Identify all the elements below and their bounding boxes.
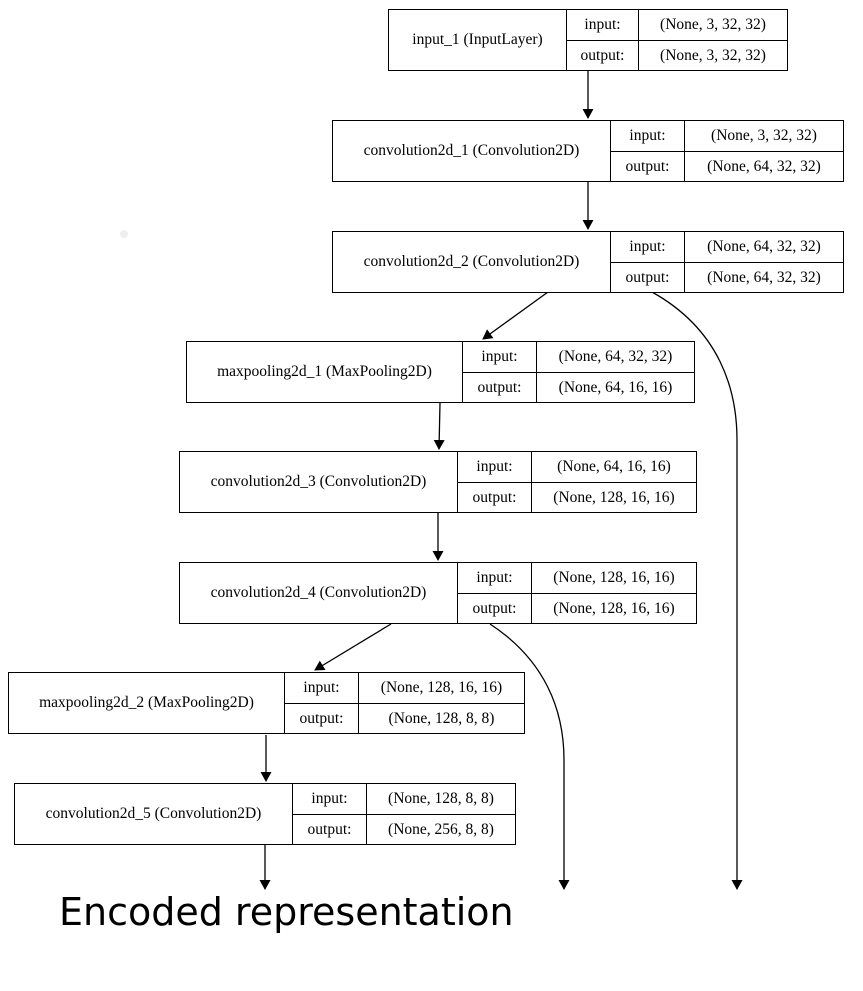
port-shapes: (None, 128, 8, 8) (None, 256, 8, 8) bbox=[367, 784, 515, 844]
layer-node-convolution2d-2: convolution2d_2 (Convolution2D)input: out… bbox=[332, 231, 844, 293]
layer-name: convolution2d_3 (Convolution2D) bbox=[180, 452, 458, 512]
port-labels: input: output: bbox=[293, 784, 367, 844]
port-shapes: (None, 64, 32, 32) (None, 64, 32, 32) bbox=[685, 232, 843, 292]
port-shapes: (None, 128, 16, 16) (None, 128, 16, 16) bbox=[532, 563, 696, 623]
output-port-label: output: bbox=[307, 820, 352, 838]
input-shape: (None, 128, 16, 16) bbox=[532, 563, 696, 594]
input-port-label: input: bbox=[458, 563, 531, 594]
input-shape: (None, 64, 16, 16) bbox=[532, 452, 696, 483]
port-labels: input: output: bbox=[458, 452, 532, 512]
layer-name: convolution2d_2 (Convolution2D) bbox=[333, 232, 611, 292]
edge-convolution2d-2-to-skip-output-2 bbox=[651, 291, 743, 890]
output-shape: (None, 64, 16, 16) bbox=[558, 378, 673, 396]
port-labels: input: output: bbox=[458, 563, 532, 623]
layer-node-maxpooling2d-1: maxpooling2d_1 (MaxPooling2D)input: outpu… bbox=[186, 341, 695, 403]
input-port-label: input: bbox=[285, 673, 358, 704]
layer-node-convolution2d-5: convolution2d_5 (Convolution2D)input: out… bbox=[14, 783, 516, 845]
input-shape: (None, 64, 32, 32) bbox=[685, 232, 843, 263]
input-shape: (None, 3, 32, 32) bbox=[639, 10, 787, 41]
port-shapes: (None, 64, 16, 16) (None, 128, 16, 16) bbox=[532, 452, 696, 512]
input-port-label: input: bbox=[458, 452, 531, 483]
input-port-label: input: bbox=[611, 232, 684, 263]
output-shape: (None, 64, 32, 32) bbox=[707, 157, 821, 175]
output-port-label: output: bbox=[472, 599, 517, 617]
port-labels: input: output: bbox=[285, 673, 359, 733]
input-shape: (None, 64, 32, 32) bbox=[537, 342, 694, 373]
layer-node-convolution2d-4: convolution2d_4 (Convolution2D)input: out… bbox=[179, 562, 697, 624]
output-port-label: output: bbox=[625, 157, 670, 175]
layer-name: input_1 (InputLayer) bbox=[389, 10, 567, 70]
layer-node-convolution2d-1: convolution2d_1 (Convolution2D)input: out… bbox=[332, 120, 844, 182]
input-shape: (None, 3, 32, 32) bbox=[685, 121, 843, 152]
edge-convolution2d-4-to-maxpooling2d-2 bbox=[314, 623, 392, 671]
port-labels: input: output: bbox=[611, 232, 685, 292]
layer-name: convolution2d_1 (Convolution2D) bbox=[333, 121, 611, 181]
output-shape: (None, 128, 8, 8) bbox=[388, 709, 495, 727]
input-port-label: input: bbox=[567, 10, 638, 41]
port-shapes: (None, 3, 32, 32) (None, 3, 32, 32) bbox=[639, 10, 787, 70]
port-shapes: (None, 3, 32, 32) (None, 64, 32, 32) bbox=[685, 121, 843, 181]
edge-convolution2d-2-to-maxpooling2d-1 bbox=[482, 291, 549, 340]
output-shape: (None, 3, 32, 32) bbox=[660, 46, 766, 64]
layer-name: maxpooling2d_1 (MaxPooling2D) bbox=[187, 342, 463, 402]
output-shape: (None, 128, 16, 16) bbox=[553, 488, 675, 506]
input-shape: (None, 128, 8, 8) bbox=[367, 784, 515, 815]
input-shape: (None, 128, 16, 16) bbox=[359, 673, 524, 704]
input-port-label: input: bbox=[611, 121, 684, 152]
port-labels: input: output: bbox=[611, 121, 685, 181]
port-shapes: (None, 128, 16, 16) (None, 128, 8, 8) bbox=[359, 673, 524, 733]
layer-name: maxpooling2d_2 (MaxPooling2D) bbox=[9, 673, 285, 733]
port-labels: input: output: bbox=[567, 10, 639, 70]
port-shapes: (None, 64, 32, 32) (None, 64, 16, 16) bbox=[537, 342, 694, 402]
edge-convolution2d-4-to-skip-output-1 bbox=[489, 623, 570, 890]
output-port-label: output: bbox=[625, 268, 670, 286]
background-speck bbox=[120, 230, 128, 238]
output-port-label: output: bbox=[299, 709, 344, 727]
output-port-label: output: bbox=[477, 378, 522, 396]
output-shape: (None, 128, 16, 16) bbox=[553, 599, 675, 617]
edge-maxpooling2d-1-to-convolution2d-3 bbox=[433, 402, 445, 450]
layer-name: convolution2d_4 (Convolution2D) bbox=[180, 563, 458, 623]
output-port-label: output: bbox=[472, 488, 517, 506]
layer-node-input-1: input_1 (InputLayer)input: output: (None, … bbox=[388, 9, 788, 71]
port-labels: input: output: bbox=[463, 342, 537, 402]
encoded-representation-caption: Encoded representation bbox=[59, 890, 514, 934]
input-port-label: input: bbox=[293, 784, 366, 815]
layer-node-convolution2d-3: convolution2d_3 (Convolution2D)input: out… bbox=[179, 451, 697, 513]
output-shape: (None, 256, 8, 8) bbox=[388, 820, 494, 838]
output-shape: (None, 64, 32, 32) bbox=[707, 268, 821, 286]
output-port-label: output: bbox=[580, 46, 625, 64]
input-port-label: input: bbox=[463, 342, 536, 373]
layer-node-maxpooling2d-2: maxpooling2d_2 (MaxPooling2D)input: outpu… bbox=[8, 672, 525, 734]
layer-name: convolution2d_5 (Convolution2D) bbox=[15, 784, 293, 844]
